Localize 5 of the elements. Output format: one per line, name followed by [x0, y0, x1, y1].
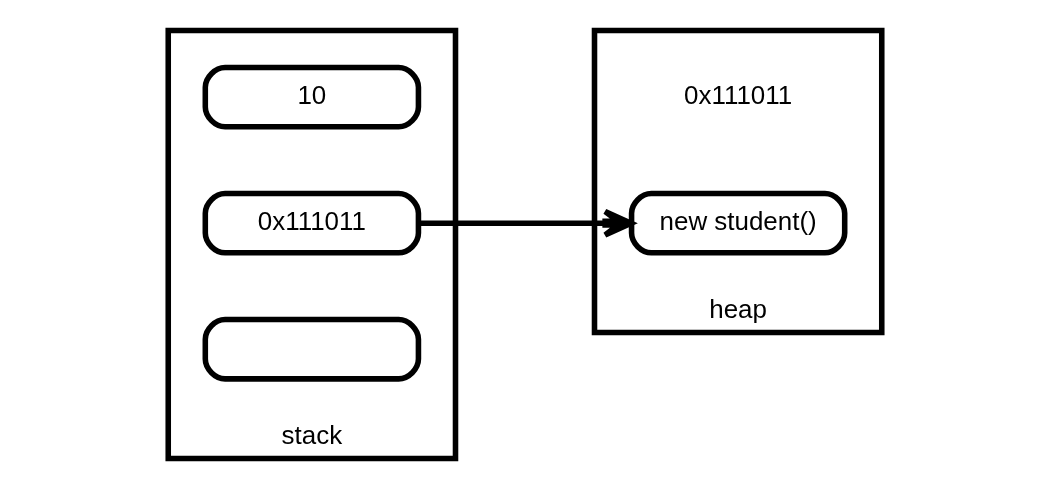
node-box: 0x111011 — [202, 190, 422, 256]
node-box: 10 — [202, 64, 422, 130]
node-box — [202, 316, 422, 382]
node-box: new student() — [628, 190, 848, 256]
node-label: 0x111011 — [684, 81, 793, 110]
